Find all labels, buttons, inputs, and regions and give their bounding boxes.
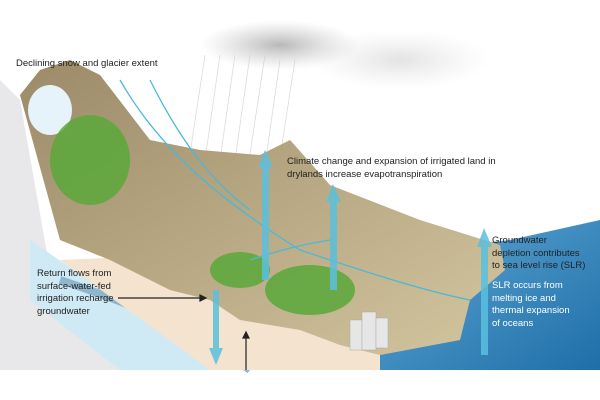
label-line: Groundwater: [492, 235, 547, 246]
label-line: SLR occurs from: [492, 280, 563, 291]
label-groundwater-slr: Groundwater depletion contributes to sea…: [492, 235, 585, 273]
clouds: [200, 20, 490, 90]
label-line: Climate change and expansion of irrigate…: [287, 156, 496, 167]
evapotranspiration-arrows: [209, 150, 492, 365]
label-evapotranspiration: Climate change and expansion of irrigate…: [287, 156, 496, 181]
label-line: to sea level rise (SLR): [492, 260, 586, 271]
snow-glacier: [28, 85, 72, 135]
label-line: thermal expansion: [492, 305, 570, 316]
label-line: drylands increase evapotranspiration: [287, 168, 443, 180]
label-line: melting ice and: [492, 292, 556, 304]
rivers: [119, 79, 471, 301]
pointer-arrows: [118, 294, 250, 370]
label-return-flows: Return flows from surface-water-fed irri…: [37, 268, 114, 318]
city: [349, 311, 389, 351]
label-slr-cause: SLR occurs from melting ice and thermal …: [492, 280, 570, 330]
label-line: surface-water-fed: [37, 280, 111, 292]
label-line: irrigation recharge: [37, 293, 114, 304]
label-declining-snow: Declining snow and glacier extent: [16, 58, 158, 69]
label-line: Return flows from: [37, 268, 112, 279]
label-line: depletion contributes: [492, 247, 580, 259]
label-line: groundwater: [37, 305, 90, 317]
label-line: of oceans: [492, 317, 534, 329]
